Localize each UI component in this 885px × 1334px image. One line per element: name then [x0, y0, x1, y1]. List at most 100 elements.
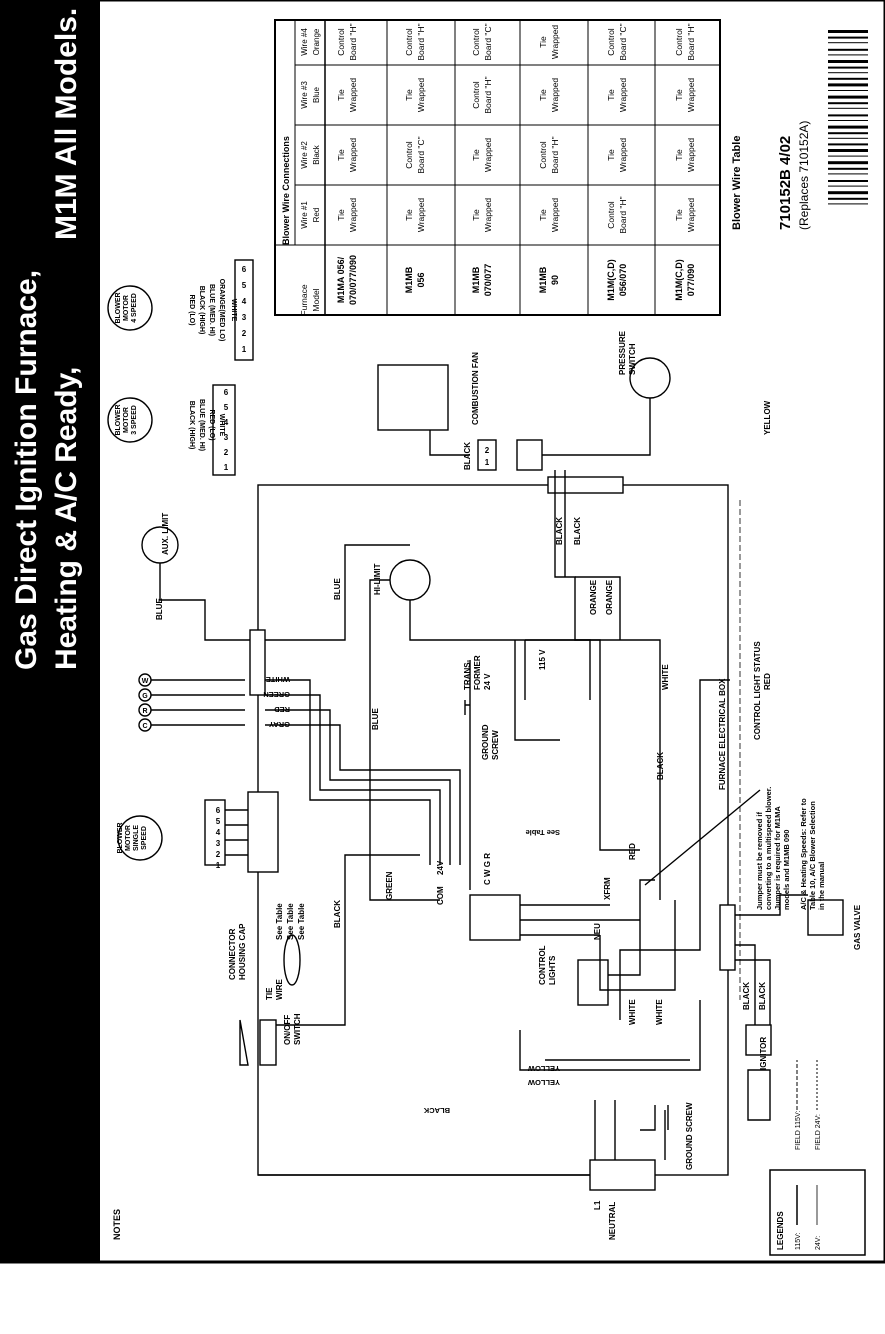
table-cell: Wrapped: [686, 198, 696, 233]
title-band: [0, 0, 100, 1262]
four-speed-pin: 4: [242, 297, 247, 306]
terminal-c: C: [142, 723, 147, 730]
barcode-bar: [828, 146, 868, 148]
see-table-2: See Table: [286, 903, 295, 940]
board-neu: NEU: [593, 923, 602, 940]
terminal-w: W: [142, 678, 149, 685]
three-speed-pin: 2: [224, 448, 229, 457]
table-caption: Blower Wire Table: [731, 136, 743, 230]
title-line2: Heating & A/C Ready,: [50, 367, 83, 670]
jumper-note: Jumper is required for M1MA: [773, 806, 782, 910]
table-cell: Control: [674, 28, 684, 56]
legends-label: LEGENDS: [776, 1211, 785, 1250]
lead-white: WHITE: [218, 414, 225, 437]
table-header-color: Blue: [312, 86, 321, 103]
furnace-box-label: FURNACE ELECTRICAL BOX: [718, 678, 727, 790]
four-speed-pin: 6: [242, 265, 247, 274]
table-cell: Tie: [606, 149, 616, 161]
ground-screw-label: GROUND SCREW: [685, 1102, 694, 1170]
barcode-bar: [828, 149, 868, 152]
wire-label-red: RED: [274, 705, 290, 714]
barcode-bar: [828, 102, 868, 105]
barcode-bar: [828, 42, 868, 44]
transformer-label: FORMER: [473, 655, 482, 690]
barcode-bar: [828, 60, 868, 63]
table-cell: Tie: [471, 149, 481, 161]
barcode-bar: [828, 30, 868, 33]
ac-note: in the manual: [817, 862, 826, 910]
lead-black-high: BLACK (HIGH): [198, 286, 205, 335]
wire-label-white: WHITE: [628, 999, 637, 1025]
table-cell-model: M1MB: [471, 266, 481, 293]
wire-label-black: BLACK: [573, 517, 582, 545]
board-com: COM: [436, 886, 445, 905]
gas-valve-label: GAS VALVE: [853, 904, 862, 950]
single-speed-pin: 4: [216, 828, 221, 837]
barcode-bar: [828, 44, 868, 48]
blower-3speed-label1: BLOWER: [115, 404, 122, 435]
on-off-label: ON/OFF: [283, 1015, 292, 1045]
board-terminals: C W G R: [483, 853, 492, 885]
wire-label-white: WHITE: [661, 664, 670, 690]
title-group: Gas Direct Ignition Furnace,: [10, 270, 43, 670]
barcode-bar: [828, 143, 868, 146]
table-cell: Wrapped: [348, 198, 358, 233]
ac-note: A/C & Heating Speeds: Refer to: [799, 798, 808, 910]
lead-red-lo: RED (LO): [188, 294, 195, 325]
barcode-bar: [828, 155, 868, 157]
table-cell-model: 90: [550, 275, 560, 285]
table-cell-model: M1M(C,D): [674, 259, 684, 301]
table-cell: Board "H": [686, 23, 696, 60]
table-cell: Tie: [674, 149, 684, 161]
wire-label: WIRE: [275, 978, 284, 1000]
table-header-color: Orange: [312, 28, 321, 55]
combustion-fan-label: COMBUSTION FAN: [471, 352, 480, 425]
barcode-bar: [828, 105, 868, 107]
barcode-bar: [828, 54, 868, 56]
table-cell: Wrapped: [618, 138, 628, 173]
barcode-bar: [828, 185, 868, 187]
blower-4speed-label2: MOTOR: [123, 295, 130, 321]
table-cell: Wrapped: [348, 138, 358, 173]
wire-label-yellow: YELLOW: [527, 1078, 560, 1087]
barcode-bar: [828, 99, 868, 101]
barcode-bar: [828, 153, 868, 155]
barcode-bar: [828, 81, 868, 83]
table-cell: Tie: [538, 36, 548, 48]
wire-label-gray: GRAY: [269, 720, 290, 729]
wire-label-black: BLACK: [742, 982, 751, 1010]
lead-blue-med-hi: BLUE (MED. HI): [208, 284, 215, 336]
board-xfrm: XFRM: [603, 877, 612, 900]
barcode-bar: [828, 114, 868, 117]
table-cell-model: 070/077/090: [348, 255, 358, 305]
status-label: CONTROL LIGHT STATUS: [753, 641, 762, 740]
table-cell: Control: [471, 28, 481, 56]
jumper-note: converting to a multispeed blower.: [764, 787, 773, 910]
barcode-bar: [828, 66, 868, 69]
table-cell: Tie: [336, 209, 346, 221]
terminal-r: R: [142, 708, 147, 715]
table-cell: Board "C": [483, 23, 493, 60]
barcode-bar: [828, 183, 868, 185]
barcode-bar: [828, 165, 868, 167]
three-speed-pin: 3: [224, 433, 229, 442]
table-cell: Wrapped: [686, 138, 696, 173]
barcode-bar: [828, 167, 868, 170]
wire-label-black: BLACK: [463, 442, 472, 470]
l1-label: L1: [593, 1200, 602, 1210]
pressure-switch-label: PRESSURE: [618, 330, 627, 375]
wire-label-red: RED: [628, 843, 637, 860]
lead-red-lo: RED (LO): [208, 409, 215, 440]
table-cell: Wrapped: [550, 78, 560, 113]
barcode-bar: [828, 175, 868, 179]
barcode-bar: [828, 125, 868, 129]
barcode-bar: [828, 117, 868, 119]
blower-single-label2: MOTOR: [125, 825, 132, 851]
blower-3speed-label2: MOTOR: [123, 407, 130, 433]
barcode-bar: [828, 39, 868, 41]
barcode-bar: [828, 48, 868, 51]
table-cell-model: 077/090: [686, 264, 696, 297]
wire-label-orange: ORANGE: [589, 579, 598, 615]
barcode-bar: [828, 122, 868, 125]
